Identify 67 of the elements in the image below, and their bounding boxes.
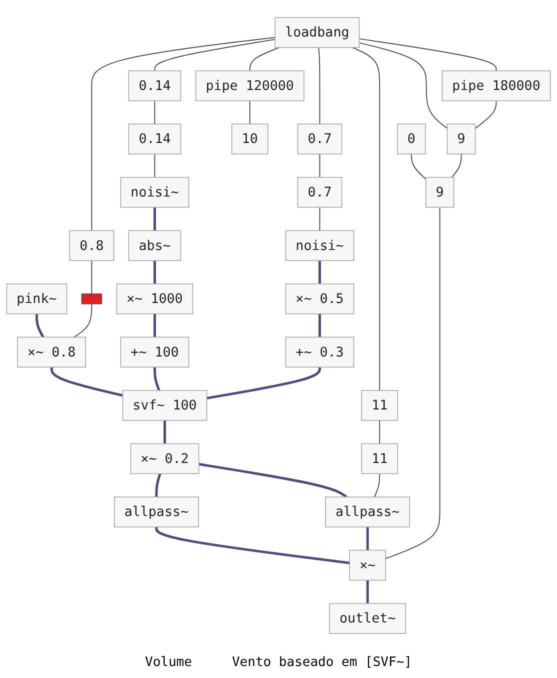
connector [155, 526, 350, 564]
node-box: loadbang [274, 17, 360, 48]
node-box: 0.7 [297, 124, 342, 154]
connector [154, 154, 156, 178]
connector [319, 154, 320, 178]
node-box: ×~ 0.2 [130, 443, 200, 474]
node-box: ×~ 0.8 [17, 336, 86, 368]
node-box: pipe 180000 [442, 70, 551, 102]
node-box: +~ 0.3 [285, 336, 354, 368]
node-box: 10 [231, 124, 268, 154]
connector [385, 206, 440, 559]
connector [366, 526, 369, 550]
connector [358, 38, 497, 72]
comment-text: Vento baseado em [SVF~] [232, 655, 412, 670]
connector [153, 367, 160, 391]
connector [74, 303, 92, 338]
node-box: abs~ [128, 230, 182, 261]
connector [318, 47, 320, 124]
node-box: pink~ [6, 283, 68, 314]
connector [366, 580, 369, 604]
connector [154, 38, 276, 72]
connector [206, 367, 321, 400]
connector [164, 420, 166, 444]
connector [352, 47, 380, 391]
node-box: 0.7 [297, 176, 342, 208]
node-box: 9 [446, 124, 476, 154]
node-box: 0.14 [128, 124, 182, 154]
node-box: noisi~ [285, 230, 354, 261]
node-box: allpass~ [325, 496, 410, 528]
comment-text: Volume [145, 655, 192, 670]
node-box: 9 [425, 176, 454, 208]
node-bar [81, 293, 102, 304]
connector [155, 473, 162, 497]
node-box: ×~ [349, 550, 386, 581]
node-box: ×~ 1000 [116, 283, 194, 314]
connector [91, 260, 92, 294]
connector [249, 47, 280, 72]
node-box: ×~ 0.5 [285, 283, 354, 314]
node-box: noisi~ [120, 176, 190, 208]
connector [153, 207, 156, 231]
node-box: 11 [361, 443, 398, 474]
connector [153, 314, 156, 338]
node-box: +~ 100 [120, 336, 190, 368]
connector [318, 260, 321, 284]
node-box: 11 [361, 390, 398, 421]
connector [411, 154, 426, 180]
node-box: outlet~ [329, 603, 406, 634]
connector [153, 260, 156, 284]
connector [319, 206, 320, 232]
connector [154, 100, 156, 124]
connector [50, 367, 123, 397]
node-box: pipe 120000 [195, 70, 304, 102]
node-box: allpass~ [114, 496, 199, 528]
connector [474, 100, 497, 129]
connector [451, 154, 462, 178]
connector [318, 314, 321, 338]
connector [91, 37, 276, 232]
node-box: svf~ 100 [122, 390, 208, 421]
connector [249, 100, 250, 124]
connector [379, 420, 380, 444]
connector [35, 314, 44, 338]
connector [358, 42, 448, 129]
node-box: 0.8 [69, 230, 114, 261]
connector [198, 462, 348, 498]
node-box: 0.14 [128, 70, 182, 102]
node-box: 0 [397, 124, 426, 154]
connector [374, 473, 380, 498]
